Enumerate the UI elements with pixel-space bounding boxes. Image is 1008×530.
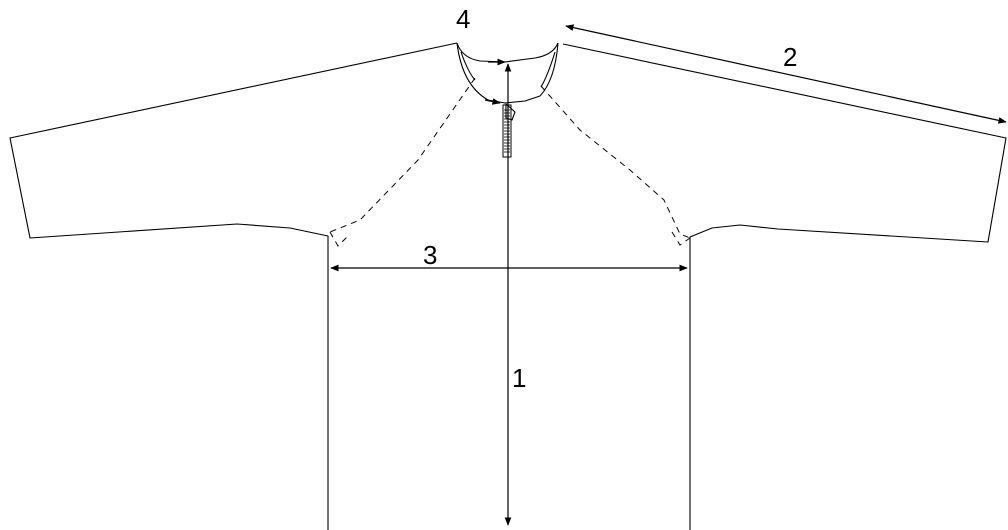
dimension-chest-width: 3	[330, 240, 688, 272]
raglan-seams	[329, 77, 691, 247]
left-underarm-gusset	[329, 231, 351, 247]
sleeve-length-arrow	[565, 24, 1007, 124]
neck-opening-arrow-lower	[484, 98, 501, 105]
dimension-body-length: 1	[504, 63, 526, 526]
label-body-length: 1	[512, 363, 526, 393]
zipper	[502, 103, 516, 158]
zipper-teeth	[504, 109, 510, 153]
right-raglan-seam	[540, 85, 691, 239]
garment-outline	[9, 42, 1007, 530]
left-sleeve-outline	[9, 42, 458, 243]
dimension-neck-opening: 4	[456, 4, 506, 105]
left-raglan-seam	[329, 77, 476, 233]
label-neck-opening: 4	[456, 4, 470, 34]
collar-inner-right	[540, 51, 556, 88]
label-sleeve-length: 2	[783, 42, 797, 72]
right-underarm-gusset	[671, 231, 691, 246]
back-neck-edge	[456, 42, 559, 63]
dimension-sleeve-length: 2	[565, 24, 1007, 124]
label-chest-width: 3	[423, 240, 437, 270]
right-sleeve-outline	[562, 43, 1007, 243]
collar-inner-left	[460, 51, 476, 81]
